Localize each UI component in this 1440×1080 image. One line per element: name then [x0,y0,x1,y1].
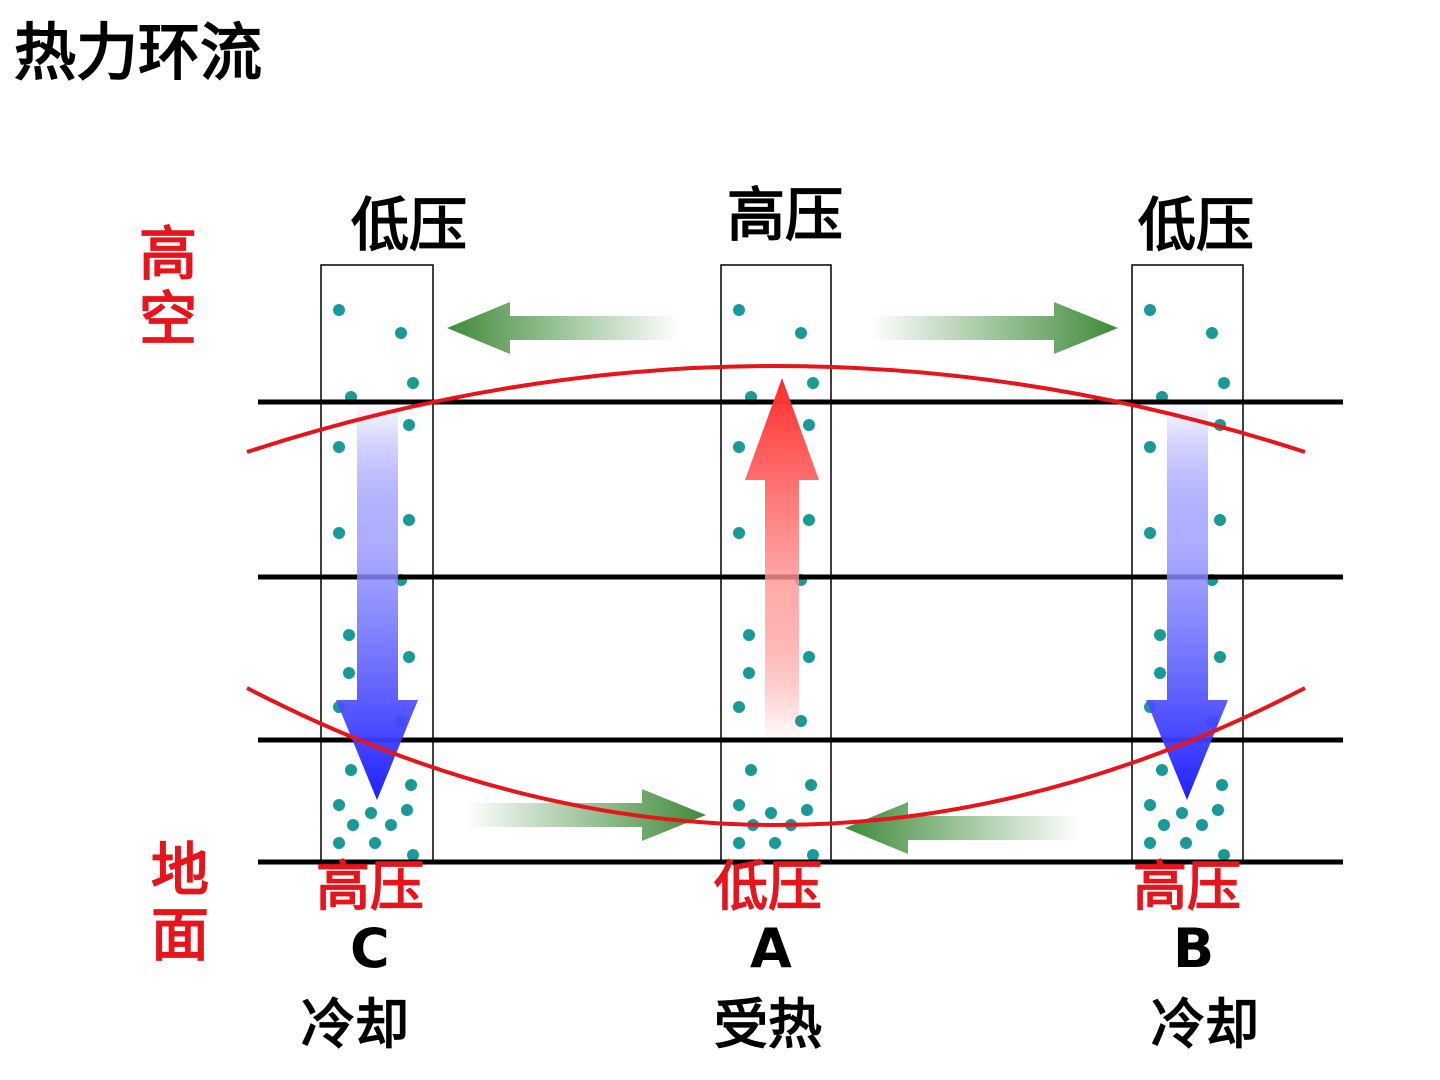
location-letter-b: B [1173,917,1215,980]
air-particle-b-0 [1144,304,1156,316]
air-particle-b-6 [1214,514,1226,526]
air-particle-b-16 [1144,799,1156,811]
air-particle-a-11 [803,651,815,663]
surface-flow-arrow-right [465,789,706,841]
air-particle-a-21 [733,837,745,849]
condition-label-a: 受热 [714,993,822,1056]
side-label-ground: 地面 [150,836,209,969]
air-particle-a-14 [745,764,757,776]
air-particle-c-6 [403,514,415,526]
air-particle-a-20 [801,804,813,816]
condition-label-b: 冷却 [1151,993,1259,1056]
air-particle-b-2 [1218,377,1230,389]
location-letter-c: C [350,917,390,980]
air-particle-a-4 [803,419,815,431]
air-particle-b-7 [1144,527,1156,539]
air-particle-c-17 [347,819,359,831]
air-particle-b-5 [1144,441,1156,453]
air-particle-a-22 [769,837,781,849]
air-particle-c-1 [395,327,407,339]
air-particle-a-10 [743,667,755,679]
rising-air-arrow-a [745,378,819,740]
air-particle-b-18 [1176,807,1188,819]
air-particle-c-19 [385,819,397,831]
air-particle-a-9 [743,629,755,641]
sinking-air-arrow-c [336,402,418,800]
air-particle-b-10 [1154,667,1166,679]
air-particle-c-7 [333,527,345,539]
air-particle-c-0 [333,304,345,316]
air-particle-b-9 [1154,629,1166,641]
upper-pressure-label-a: 高压 [727,181,844,249]
air-particle-a-12 [733,701,745,713]
air-particles [333,304,1230,861]
side-label-high-altitude: 高空 [138,220,197,353]
air-particle-c-2 [407,377,419,389]
air-particle-b-22 [1180,837,1192,849]
surface-pressure-label-a: 低压 [714,855,822,918]
air-particle-c-5 [333,441,345,453]
air-particle-b-21 [1144,837,1156,849]
air-particle-c-11 [403,651,415,663]
isobar-lower [246,686,1306,827]
air-particle-a-7 [733,527,745,539]
air-particle-c-14 [345,764,357,776]
air-particle-b-19 [1196,819,1208,831]
upper-pressure-label-b: 低压 [1138,191,1255,259]
air-particle-c-15 [405,779,417,791]
surface-pressure-label-c: 高压 [316,855,424,918]
air-particle-c-20 [401,804,413,816]
air-particle-b-15 [1216,779,1228,791]
air-particle-c-9 [343,629,355,641]
air-particle-a-0 [733,304,745,316]
surface-pressure-label-b: 高压 [1133,855,1241,918]
air-particle-a-6 [803,514,815,526]
air-particle-b-1 [1206,327,1218,339]
sinking-air-arrow-b [1146,402,1228,800]
air-particle-a-16 [733,799,745,811]
condition-label-c: 冷却 [301,993,409,1056]
air-particle-b-17 [1158,819,1170,831]
air-particle-b-20 [1212,804,1224,816]
air-particle-c-23 [407,849,419,861]
air-particle-a-15 [805,779,817,791]
air-particle-c-4 [403,419,415,431]
air-particle-c-16 [333,799,345,811]
air-particle-a-23 [807,849,819,861]
air-particle-b-23 [1218,849,1230,861]
air-particle-c-18 [365,807,377,819]
upper-flow-arrow-left [447,302,680,354]
upper-pressure-label-c: 低压 [351,191,468,259]
air-particle-a-18 [765,807,777,819]
air-particle-a-1 [795,327,807,339]
air-particle-a-5 [733,441,745,453]
air-particle-a-2 [807,377,819,389]
isobar-upper [246,364,1306,454]
upper-flow-arrow-right [870,302,1118,354]
air-particle-b-11 [1214,651,1226,663]
location-letter-a: A [750,917,792,980]
page-title: 热力环流 [14,16,263,89]
air-particle-c-22 [369,837,381,849]
air-particle-c-10 [343,667,355,679]
air-particle-b-14 [1156,764,1168,776]
air-particle-c-21 [333,837,345,849]
